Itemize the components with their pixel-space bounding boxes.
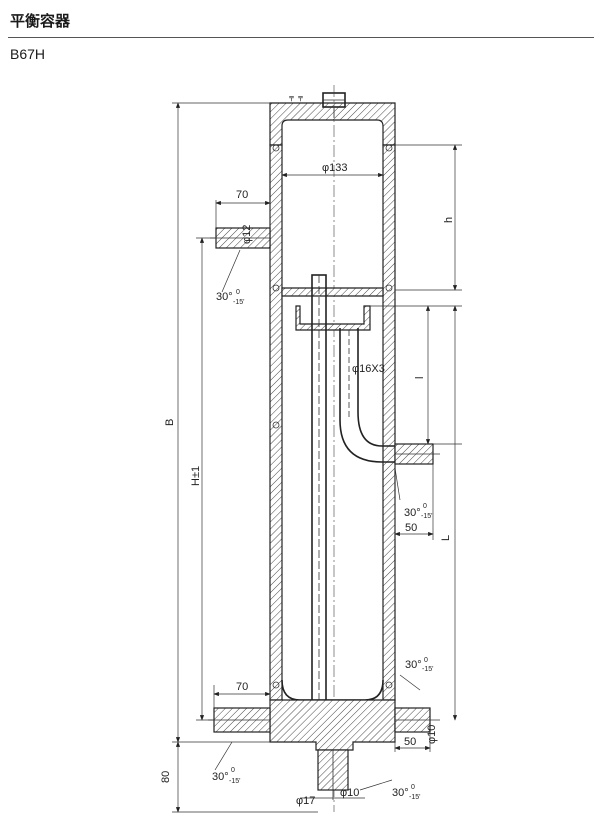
svg-text:0: 0: [411, 784, 415, 791]
svg-text:30°: 30°: [212, 771, 229, 783]
svg-text:0: 0: [236, 289, 240, 296]
dim-dia-12: φ12: [241, 225, 253, 244]
top-cap: [269, 102, 396, 146]
dim-len-80: 80: [160, 771, 172, 783]
svg-text:30°: 30°: [392, 787, 409, 799]
bottom-inner: [281, 679, 384, 701]
svg-text:〒 〒: 〒 〒: [288, 96, 304, 103]
dim-label-h: h: [443, 217, 455, 223]
angle-note-bottom-center: 30° 0 -15': [392, 784, 420, 801]
dim-label-l: l: [414, 377, 426, 379]
angle-note-bottom-left: 30° 0 -15': [212, 767, 240, 785]
dim-dia-10: φ10: [426, 725, 438, 744]
svg-text:0: 0: [424, 657, 428, 664]
vessel-wall-left: [269, 144, 283, 701]
dim-len-70-bottom: 70: [236, 681, 248, 693]
page-title: 平衡容器: [10, 13, 71, 30]
dim-label-B: B: [164, 419, 176, 426]
svg-text:0: 0: [423, 503, 427, 510]
overflow-cup: [295, 305, 371, 331]
model-number: B67H: [10, 46, 46, 62]
dim-label-L: L: [440, 535, 452, 541]
separator-plate: [281, 287, 384, 297]
title-rule: [8, 37, 594, 38]
svg-text:30°: 30°: [404, 507, 421, 519]
bent-pipe-outer: [339, 328, 395, 463]
angle-note-mid-right: 30° 0 -15': [404, 503, 432, 520]
svg-text:-15': -15': [229, 778, 240, 785]
svg-text:0: 0: [231, 767, 235, 774]
dim-dia-10-bottom: φ10: [340, 787, 359, 799]
svg-text:-15': -15': [409, 794, 420, 801]
svg-text:30°: 30°: [405, 659, 422, 671]
svg-text:-15': -15': [233, 299, 244, 306]
dim-dia-17: φ17: [296, 795, 315, 807]
dim-label-H1: H±1: [190, 466, 202, 486]
angle-note-top-left: 30° 0 -15': [216, 289, 244, 306]
angle-note-bottom-right: 30° 0 -15': [405, 657, 433, 673]
dim-len-50-bottom: 50: [404, 736, 416, 748]
svg-text:-15': -15': [422, 666, 433, 673]
bottom-flange: [269, 699, 396, 751]
svg-text:-15': -15': [421, 513, 432, 520]
dim-dia-133: φ133: [322, 162, 348, 174]
svg-text:30°: 30°: [216, 291, 233, 303]
vessel-wall-right: [382, 144, 396, 701]
bent-pipe-inner: [357, 328, 395, 447]
dim-len-50-mid: 50: [405, 522, 417, 534]
dim-dia-16x3: φ16X3: [352, 363, 385, 375]
dim-len-70-top: 70: [236, 189, 248, 201]
